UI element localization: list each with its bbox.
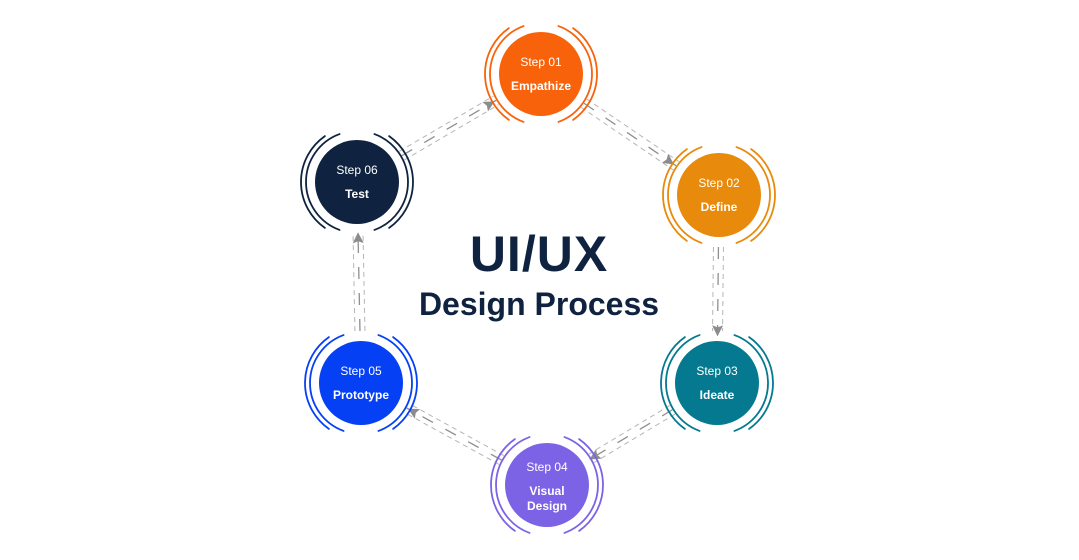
node-ring-arc — [748, 336, 774, 430]
node-ring-arc — [490, 438, 516, 532]
connector-line — [580, 106, 674, 171]
node-ring-arc — [309, 334, 345, 432]
node-ring-arc — [373, 133, 409, 231]
connector-arrows — [352, 101, 724, 460]
arrow-icon — [712, 325, 724, 337]
step-node-3: Step 03 Ideate — [660, 334, 774, 432]
connector-line — [399, 95, 494, 152]
step-circle — [677, 153, 761, 237]
arrow-icon — [661, 153, 675, 165]
step-circle — [499, 32, 583, 116]
connector-dash — [357, 233, 361, 332]
node-ring-arc — [388, 135, 414, 229]
node-ring-arc — [557, 25, 593, 123]
step-name: Define — [701, 200, 738, 214]
node-ring-arc — [750, 148, 776, 242]
connector-dash — [406, 407, 502, 461]
step-name: Prototype — [333, 388, 389, 402]
node-ring-arc — [484, 27, 510, 121]
node-ring-arc — [578, 438, 604, 532]
connector-line — [403, 411, 500, 465]
node-ring-arc — [733, 334, 769, 432]
node-ring-arc — [377, 334, 413, 432]
step-node-1: Step 01 Empathize — [484, 25, 598, 123]
connector-line — [588, 405, 671, 455]
node-ring-arc — [662, 148, 688, 242]
step-name: Test — [345, 187, 369, 201]
step-number: Step 02 — [698, 176, 740, 190]
step-circle — [505, 443, 589, 527]
arrow-icon — [482, 101, 495, 112]
connector-ring — [352, 95, 724, 465]
step-name: Design — [527, 499, 567, 513]
step-circle — [315, 140, 399, 224]
node-ring-arc — [495, 436, 531, 534]
node-ring-arc — [304, 336, 330, 430]
step-name: Empathize — [511, 79, 571, 93]
node-ring-arc — [305, 133, 341, 231]
node-ring-arc — [300, 135, 326, 229]
step-node-2: Step 02 Define — [662, 146, 776, 244]
step-circle — [675, 341, 759, 425]
node-ring-arc — [735, 146, 771, 244]
node-ring-arc — [563, 436, 599, 534]
arrow-icon — [352, 232, 364, 244]
connector-line — [593, 413, 676, 463]
diagram-title: UI/UX — [469, 226, 609, 282]
step-name: Visual — [529, 484, 564, 498]
connector-line — [404, 104, 499, 161]
step-node-6: Step 06 Test — [300, 133, 414, 231]
connector-dash — [401, 99, 497, 157]
diagram-subtitle: Design Process — [418, 286, 660, 322]
node-ring-arc — [665, 334, 701, 432]
connector-line — [586, 98, 680, 163]
step-number: Step 05 — [340, 364, 382, 378]
connector-dash — [591, 409, 673, 459]
step-node-5: Step 05 Prototype — [304, 334, 418, 432]
node-ring-arc — [667, 146, 703, 244]
connector-dash — [583, 102, 677, 167]
step-name: Ideate — [700, 388, 735, 402]
node-ring-arc — [392, 336, 418, 430]
step-number: Step 06 — [336, 163, 378, 177]
step-circle — [319, 341, 403, 425]
step-number: Step 03 — [696, 364, 738, 378]
connector-line — [362, 233, 366, 331]
arrow-icon — [407, 408, 421, 419]
node-ring-arc — [572, 27, 598, 121]
connector-line — [408, 403, 505, 457]
arrow-icon — [589, 449, 602, 460]
node-ring-arc — [660, 336, 686, 430]
step-number: Step 04 — [526, 460, 568, 474]
node-ring-arc — [489, 25, 525, 123]
step-number: Step 01 — [520, 55, 562, 69]
connector-line — [352, 234, 356, 332]
